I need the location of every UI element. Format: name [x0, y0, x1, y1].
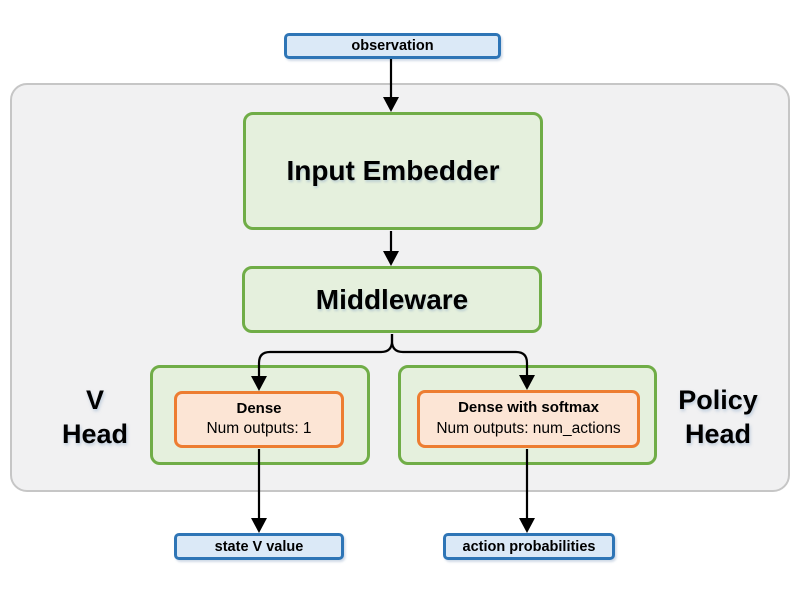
v-dense-title: Dense: [236, 399, 282, 417]
state-v-value-node: state V value: [174, 533, 344, 560]
v-dense-subtitle: Num outputs: 1: [206, 420, 312, 438]
middleware-node: Middleware: [242, 266, 542, 333]
v-head-label: V Head: [38, 384, 152, 452]
v-head-label-line1: V: [85, 385, 104, 415]
policy-head-label: Policy Head: [656, 384, 780, 452]
policy-dense-subtitle: Num outputs: num_actions: [436, 419, 621, 437]
action-probabilities-label: action probabilities: [462, 538, 596, 555]
state-v-value-label: state V value: [214, 538, 304, 555]
policy-head-label-line1: Policy: [678, 385, 758, 415]
action-probabilities-node: action probabilities: [443, 533, 615, 560]
middleware-label: Middleware: [315, 283, 469, 315]
observation-label: observation: [351, 38, 434, 54]
policy-head-dense-layer: Dense with softmax Num outputs: num_acti…: [417, 390, 640, 448]
input-embedder-node: Input Embedder: [243, 112, 543, 230]
policy-head-label-line2: Head: [684, 418, 752, 449]
policy-dense-title: Dense with softmax: [458, 399, 599, 417]
observation-node: observation: [284, 33, 501, 59]
v-head-label-line2: Head: [61, 418, 129, 449]
v-head-dense-layer: Dense Num outputs: 1: [174, 391, 344, 448]
input-embedder-label: Input Embedder: [286, 155, 500, 186]
